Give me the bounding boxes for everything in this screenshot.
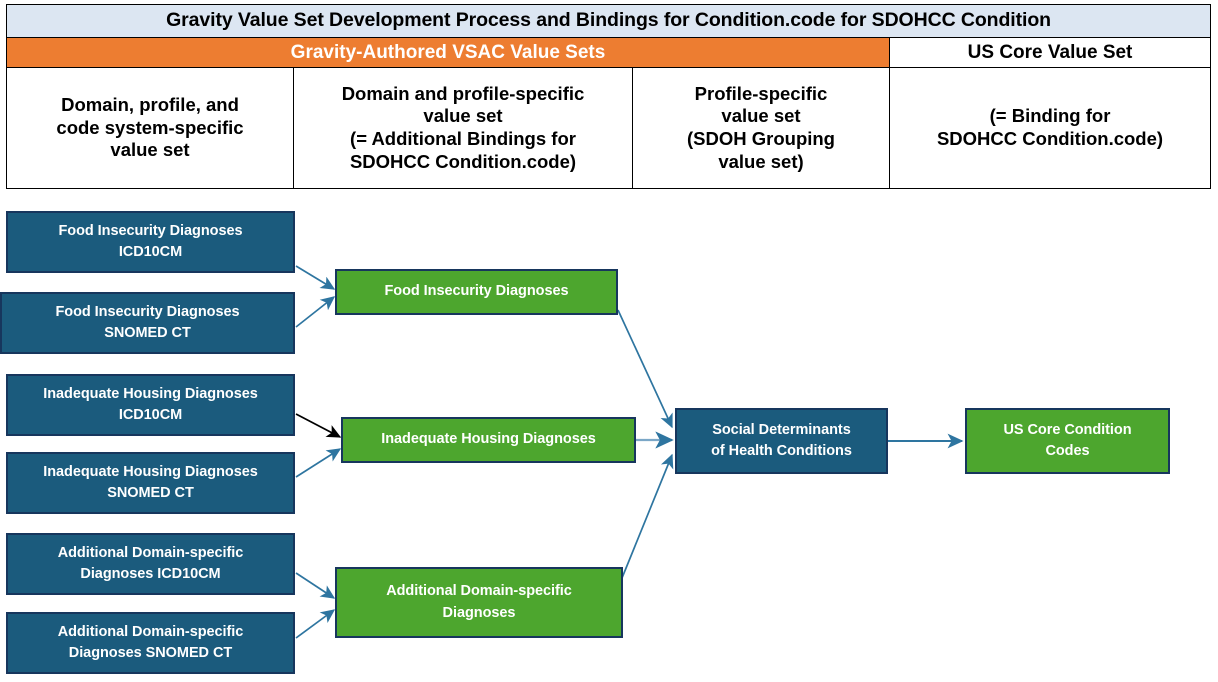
node-label: of Health Conditions (711, 443, 852, 459)
header-band-row: Gravity-Authored VSAC Value Sets US Core… (6, 37, 1212, 68)
desc-line: (= Additional Bindings for (350, 128, 576, 149)
desc-line: (SDOH Grouping (687, 128, 835, 149)
node-label: Additional Domain-specific (386, 583, 572, 600)
node-additional-domain-specific-snomed-ct[interactable]: Additional Domain-specific Diagnoses SNO… (6, 612, 295, 674)
node-label: Diagnoses (442, 604, 516, 621)
node-food-insecurity-snomed-ct[interactable]: Food Insecurity Diagnoses SNOMED CT (0, 292, 295, 354)
node-additional-domain-specific-icd10cm[interactable]: Additional Domain-specific Diagnoses ICD… (6, 533, 295, 595)
connector-additional-snomed-to-additional-diagnoses (295, 609, 336, 639)
node-label: Social Determinants (712, 421, 851, 438)
desc-line: (= Binding for (989, 105, 1111, 127)
node-label: US Core Condition (1003, 421, 1132, 438)
node-social-determinants-of-health-conditions[interactable]: Social Determinants of Health Conditions (675, 408, 888, 474)
column-desc-profile-specific: Profile-specific value set (SDOH Groupin… (632, 67, 890, 189)
connector-food-snomed-to-food-diagnoses (295, 296, 336, 328)
node-label: ICD10CM (118, 244, 183, 260)
node-label: Diagnoses SNOMED CT (68, 645, 233, 661)
desc-line: value set) (718, 150, 804, 172)
desc-line: Domain and profile-specific (341, 82, 585, 104)
page-title: Gravity Value Set Development Process an… (5, 4, 1212, 38)
connector-food-diagnoses-to-sdoh (617, 309, 673, 429)
column-desc-us-core-binding: (= Binding for SDOHCC Condition.code) (888, 67, 1212, 189)
node-label: Food Insecurity Diagnoses (58, 222, 243, 239)
node-food-insecurity-diagnoses[interactable]: Food Insecurity Diagnoses (335, 269, 618, 315)
desc-line: Profile-specific (694, 82, 828, 104)
node-additional-domain-specific-diagnoses[interactable]: Additional Domain-specific Diagnoses (335, 567, 623, 638)
node-label: Food Insecurity Diagnoses (384, 283, 569, 300)
node-label: SNOMED CT (104, 325, 191, 341)
desc-line: value set (423, 105, 503, 127)
header-table: Gravity Value Set Development Process an… (5, 4, 1212, 189)
node-food-insecurity-icd10cm[interactable]: Food Insecurity Diagnoses ICD10CM (6, 211, 295, 273)
node-inadequate-housing-diagnoses[interactable]: Inadequate Housing Diagnoses (341, 417, 636, 463)
desc-line: Domain, profile, and (61, 94, 239, 116)
connector-additional-diagnoses-to-sdoh (621, 453, 674, 579)
desc-line: value set (110, 139, 190, 161)
connector-food-icd10cm-to-food-diagnoses (295, 265, 336, 290)
node-label: SNOMED CT (107, 485, 194, 501)
desc-line: code system-specific (56, 116, 244, 138)
node-label: Inadequate Housing Diagnoses (43, 385, 258, 402)
header-title-row: Gravity Value Set Development Process an… (5, 4, 1212, 38)
node-label: ICD10CM (118, 407, 183, 423)
connector-housing-icd10cm-to-housing-diagnoses (295, 413, 342, 438)
header-description-row: Domain, profile, and code system-specifi… (6, 67, 1212, 189)
desc-line: SDOHCC Condition.code) (349, 150, 577, 172)
node-us-core-condition-codes[interactable]: US Core Condition Codes (965, 408, 1170, 474)
node-label: Inadequate Housing Diagnoses (43, 463, 258, 480)
node-inadequate-housing-icd10cm[interactable]: Inadequate Housing Diagnoses ICD10CM (6, 374, 295, 436)
column-desc-domain-profile-codesystem: Domain, profile, and code system-specifi… (6, 67, 294, 189)
desc-line: value set (721, 105, 801, 127)
connector-additional-icd10cm-to-additional-diagnoses (295, 572, 336, 599)
column-desc-domain-profile: Domain and profile-specific value set (=… (293, 67, 633, 189)
node-label: Codes (1045, 443, 1090, 459)
desc-line: SDOHCC Condition.code) (936, 128, 1164, 149)
connector-housing-snomed-to-housing-diagnoses (295, 448, 342, 478)
node-inadequate-housing-snomed-ct[interactable]: Inadequate Housing Diagnoses SNOMED CT (6, 452, 295, 514)
node-label: Inadequate Housing Diagnoses (381, 431, 596, 448)
node-label: Food Insecurity Diagnoses (55, 303, 240, 320)
node-label: Additional Domain-specific (57, 544, 244, 561)
node-label: Additional Domain-specific (57, 623, 244, 640)
node-label: Diagnoses ICD10CM (80, 566, 221, 582)
